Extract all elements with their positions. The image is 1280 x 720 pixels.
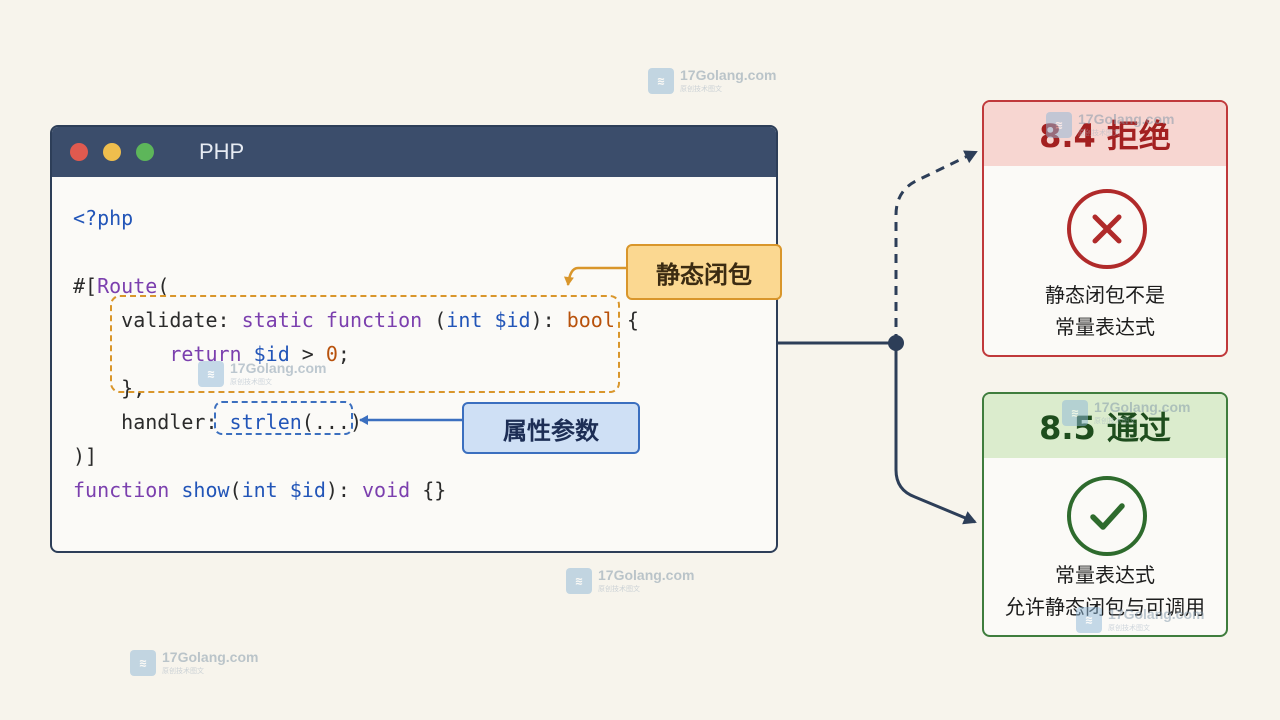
reject-text-line1: 静态闭包不是 — [1045, 283, 1165, 307]
code-token: Route — [97, 274, 158, 298]
code-line: handler: strlen(...) — [73, 405, 639, 439]
code-token: function — [73, 478, 170, 502]
watermark-brand: 17Golang.com — [1108, 606, 1205, 622]
reject-dashed-arrow — [894, 150, 978, 343]
code-window: PHP <?php #[Route( validate: static func… — [50, 125, 778, 553]
watermark-brand: 17Golang.com — [162, 649, 259, 665]
watermark-sub: 原创技术图文 — [230, 378, 272, 386]
reject-card-text: 静态闭包不是 常量表达式 — [984, 279, 1226, 343]
watermark: ≋ 17Golang.com 原创技术图文 — [130, 650, 258, 676]
pass-card-title: 8.5 通过 — [984, 394, 1226, 458]
code-token: void — [362, 478, 411, 502]
code-line: validate: static function (int $id): boo… — [73, 303, 639, 337]
code-token: )] — [73, 444, 98, 468]
watermark-logo-icon: ≋ — [648, 68, 674, 94]
php85-pass-card: 8.5 通过 常量表达式 允许静态闭包与可调用 — [982, 392, 1228, 637]
x-circle-icon — [1067, 189, 1147, 269]
watermark-brand: 17Golang.com — [598, 567, 695, 583]
code-token: $id — [289, 478, 326, 502]
watermark: ≋ 17Golang.com 原创技术图文 — [1062, 400, 1190, 426]
code-token: ; — [337, 342, 350, 366]
code-line: )] — [73, 439, 639, 473]
code-token: int — [241, 478, 278, 502]
code-token: <?php — [73, 206, 134, 230]
watermark-sub: 原创技术图文 — [598, 585, 640, 593]
closure-callout-arrow — [563, 266, 626, 286]
watermark: ≋ 17Golang.com 原创技术图文 — [566, 568, 694, 594]
code-line: <?php — [73, 201, 639, 235]
pass-text-line2: 允许静态闭包与可调用 — [1005, 595, 1205, 619]
watermark-logo-icon: ≋ — [1046, 112, 1072, 138]
code-token: {} — [410, 478, 447, 502]
code-token: ): — [530, 308, 567, 332]
maximize-dot-icon[interactable] — [136, 143, 154, 161]
watermark: ≋ 17Golang.com 原创技术图文 — [198, 361, 326, 387]
attribute-param-label: 属性参数 — [462, 402, 640, 454]
pass-text-line1: 常量表达式 — [1055, 563, 1155, 587]
watermark-sub: 原创技术图文 — [162, 667, 204, 675]
code-token: strlen — [229, 410, 302, 434]
code-line: }, — [73, 371, 639, 405]
watermark-sub: 原创技术图文 — [1108, 624, 1150, 632]
pass-card-text: 常量表达式 允许静态闭包与可调用 — [984, 559, 1226, 623]
code-token: ( — [422, 308, 447, 332]
watermark-logo-icon: ≋ — [1076, 607, 1102, 633]
pass-arrow — [894, 343, 977, 525]
watermark-brand: 17Golang.com — [680, 67, 777, 83]
watermark-brand: 17Golang.com — [1094, 399, 1191, 415]
reject-text-line2: 常量表达式 — [1055, 315, 1155, 339]
php84-reject-card: 8.4 拒绝 静态闭包不是 常量表达式 — [982, 100, 1228, 357]
code-token: ( — [157, 274, 170, 298]
code-token: show — [181, 478, 230, 502]
code-token: handler: — [73, 410, 230, 434]
watermark-sub: 原创技术图文 — [1078, 129, 1120, 137]
code-token: #[ — [73, 274, 98, 298]
watermark-sub: 原创技术图文 — [1094, 417, 1136, 425]
watermark: ≋ 17Golang.com 原创技术图文 — [648, 68, 776, 94]
code-line: #[Route( — [73, 269, 639, 303]
code-token: static function — [241, 308, 423, 332]
watermark-logo-icon: ≋ — [566, 568, 592, 594]
watermark: ≋ 17Golang.com 原创技术图文 — [1046, 112, 1174, 138]
code-token: int — [446, 308, 483, 332]
code-token: ): — [325, 478, 363, 502]
watermark-brand: 17Golang.com — [1078, 111, 1175, 127]
static-closure-highlight — [110, 295, 620, 393]
code-block: <?php #[Route( validate: static function… — [73, 201, 639, 507]
code-token: > — [289, 342, 326, 366]
watermark-brand: 17Golang.com — [230, 360, 327, 376]
code-token: $id — [253, 342, 290, 366]
code-line: function show(int $id): void {} — [73, 473, 639, 507]
watermark: ≋ 17Golang.com 原创技术图文 — [1076, 607, 1204, 633]
close-dot-icon[interactable] — [70, 143, 88, 161]
code-token: bool — [566, 308, 615, 332]
code-token: $id — [494, 308, 531, 332]
code-token: }, — [73, 376, 146, 400]
watermark-sub: 原创技术图文 — [680, 85, 722, 93]
code-token: validate: — [73, 308, 242, 332]
code-line: return $id > 0; — [73, 337, 639, 371]
minimize-dot-icon[interactable] — [103, 143, 121, 161]
window-titlebar: PHP — [52, 127, 776, 177]
watermark-logo-icon: ≋ — [198, 361, 224, 387]
code-token: 0 — [325, 342, 338, 366]
code-token: ( — [229, 478, 242, 502]
static-closure-label: 静态闭包 — [626, 244, 782, 300]
attribute-param-highlight — [214, 401, 353, 435]
window-title: PHP — [199, 139, 245, 164]
watermark-logo-icon: ≋ — [1062, 400, 1088, 426]
code-token: { — [614, 308, 639, 332]
check-circle-icon — [1067, 476, 1147, 556]
watermark-logo-icon: ≋ — [130, 650, 156, 676]
